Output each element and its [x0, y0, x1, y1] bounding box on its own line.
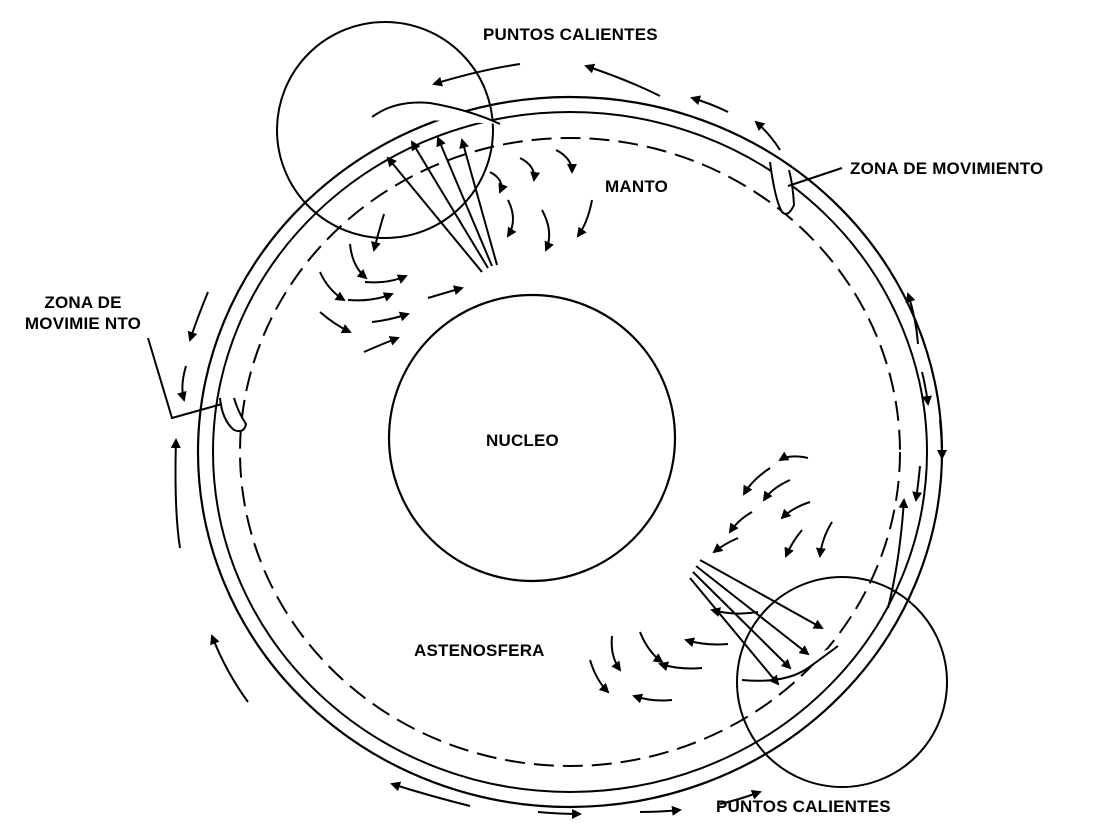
- flow-arrow: [714, 538, 738, 552]
- flow-arrow: [364, 338, 398, 352]
- flow-arrow: [190, 292, 208, 340]
- subduction-notch-right: [770, 162, 794, 214]
- flow-arrow: [686, 640, 728, 645]
- flow-arrow: [176, 440, 181, 548]
- flow-arrow: [744, 468, 770, 494]
- flow-arrow: [542, 210, 549, 250]
- flow-arrow: [462, 140, 497, 265]
- flow-arrow: [730, 512, 752, 532]
- flow-arrow: [428, 288, 462, 298]
- flow-arrow: [508, 200, 513, 236]
- flow-arrow: [490, 172, 501, 192]
- flow-arrow: [916, 466, 920, 500]
- movement-zone-label-left: ZONA DE MOVIMIE NTO: [8, 292, 158, 334]
- flow-arrow: [786, 530, 802, 556]
- flow-arrow: [320, 312, 350, 332]
- asthenosphere-label: ASTENOSFERA: [414, 640, 545, 661]
- hot-spot-bulge-bottom: [742, 646, 838, 681]
- flow-arrow: [780, 456, 808, 460]
- flow-arrow: [365, 276, 406, 282]
- movement-zone-label-left-line2: MOVIMIE NTO: [8, 313, 158, 334]
- crust-outer-outline: [198, 97, 942, 807]
- core-label: NUCLEO: [486, 430, 559, 451]
- movement-zone-label-left-line1: ZONA DE: [8, 292, 158, 313]
- flow-arrow: [612, 636, 620, 670]
- flow-arrow: [640, 810, 680, 812]
- flow-arrow: [690, 578, 778, 684]
- hot-spot-circle-top: [277, 22, 493, 238]
- flow-arrow: [412, 142, 488, 268]
- hot-spot-circle-bottom: [737, 577, 947, 787]
- flow-arrow: [392, 784, 470, 806]
- flow-arrow: [782, 502, 810, 518]
- flow-arrow: [660, 664, 702, 669]
- zone-left-leader: [148, 338, 222, 418]
- mantle-label: MANTO: [605, 176, 668, 197]
- flow-arrow: [320, 272, 344, 300]
- flow-arrow: [182, 366, 186, 400]
- flow-arrow: [520, 158, 534, 180]
- flow-arrow: [538, 812, 580, 814]
- crust-inner-outline: [213, 112, 927, 792]
- flow-arrow: [640, 632, 662, 662]
- flow-arrow: [556, 150, 572, 172]
- flow-arrow: [348, 294, 392, 300]
- hot-spots-label-top: PUNTOS CALIENTES: [483, 24, 658, 45]
- flow-arrow: [372, 314, 408, 322]
- flow-arrow: [374, 214, 384, 250]
- flow-arrow: [764, 480, 790, 500]
- hot-spots-label-bottom: PUNTOS CALIENTES: [716, 796, 891, 817]
- flow-arrow: [388, 158, 482, 272]
- flow-arrow: [212, 636, 248, 702]
- flow-arrow: [438, 138, 492, 266]
- movement-zone-label-right: ZONA DE MOVIMIENTO: [850, 158, 1043, 179]
- flow-arrow: [350, 244, 366, 278]
- flow-arrow: [590, 660, 608, 692]
- flow-arrow: [820, 522, 832, 556]
- flow-arrow: [908, 294, 918, 344]
- flow-arrow: [586, 66, 660, 96]
- flow-arrow: [578, 200, 592, 236]
- flow-arrow: [634, 696, 672, 701]
- flow-arrow: [692, 98, 728, 112]
